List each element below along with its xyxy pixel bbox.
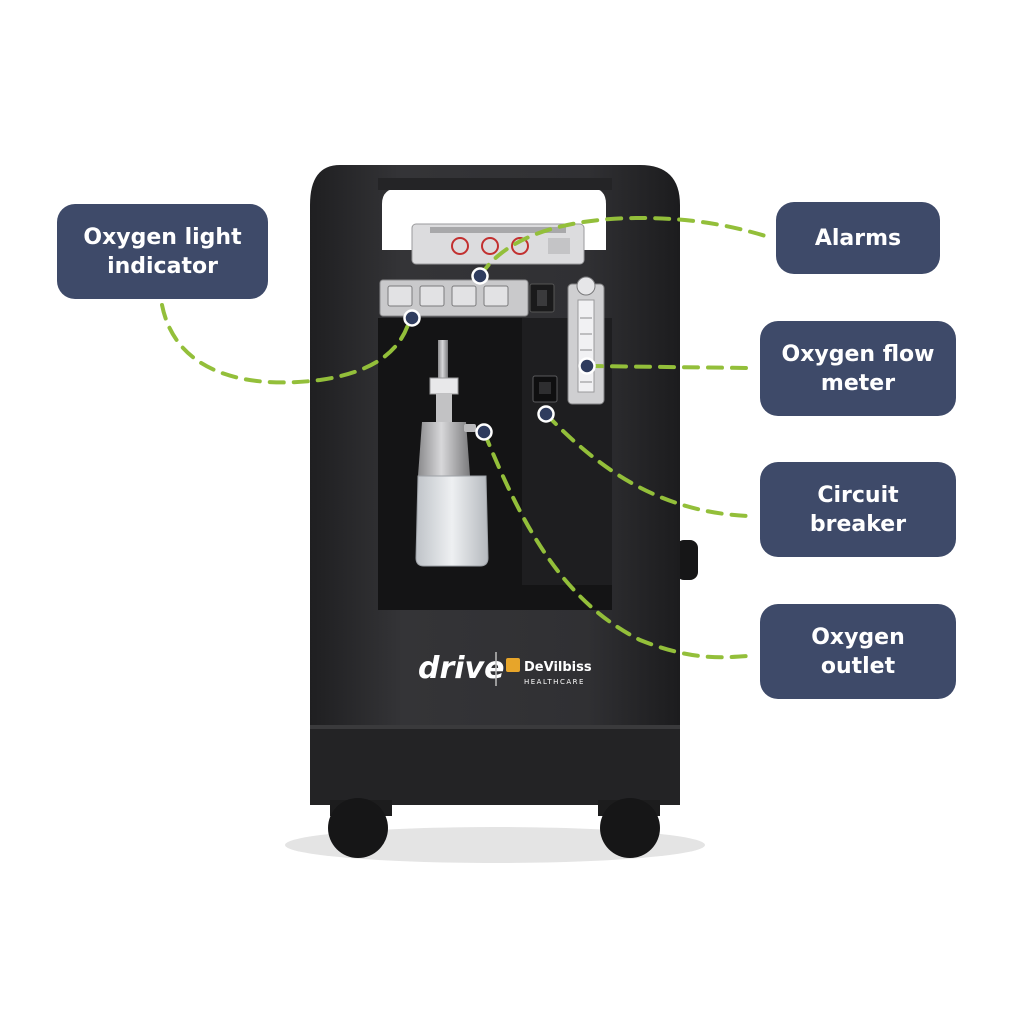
humidifier-bottle — [415, 475, 489, 567]
callout-text-line: Oxygen flow — [781, 341, 935, 367]
floor-shadow — [285, 827, 705, 863]
callout-text-line: Alarms — [814, 225, 902, 251]
label-info-box — [548, 238, 570, 254]
no-flame-icon — [481, 237, 499, 255]
callout-oxygen-outlet: Oxygen outlet — [760, 604, 956, 699]
power-rocker — [537, 290, 547, 306]
callout-text-line: Circuit — [817, 482, 899, 508]
brand-drive: drive — [418, 651, 504, 686]
leader-alarms — [478, 215, 774, 278]
outlet-spring — [436, 394, 452, 422]
leader-circuit-breaker — [544, 412, 750, 518]
no-smoking-icon — [451, 237, 469, 255]
callout-oxygen-light-indicator: Oxygen light indicator — [57, 204, 268, 299]
leader-oxygen-outlet — [482, 430, 750, 660]
callout-text-line: meter — [820, 370, 896, 396]
rear-wheel — [676, 540, 698, 580]
marker-oxygen-light — [403, 309, 421, 327]
callout-text-line: breaker — [809, 511, 907, 537]
indicator-oxygen-2 — [419, 285, 445, 307]
no-oil-icon — [511, 237, 529, 255]
flow-meter-tube — [577, 299, 595, 393]
flow-meter-knob — [576, 276, 596, 296]
handle-grip — [378, 178, 612, 190]
right-caster — [600, 798, 660, 858]
outlet-nut — [429, 377, 459, 395]
humidifier-cap — [418, 422, 470, 476]
indicator-oxygen-1 — [387, 285, 413, 307]
callout-text-line: outlet — [820, 653, 896, 679]
devilbiss-logo-mark — [506, 658, 520, 672]
outlet-stem — [438, 340, 448, 382]
callout-oxygen-flow-meter: Oxygen flow meter — [760, 321, 956, 416]
brand-devilbiss: DeVilbiss — [524, 660, 592, 675]
marker-flow-meter — [578, 357, 596, 375]
marker-circuit-breaker — [537, 405, 555, 423]
brand-devilbiss-sub: HEALTHCARE — [524, 678, 585, 686]
label-text-band — [430, 227, 566, 233]
callout-text-line: indicator — [107, 253, 218, 279]
leader-flow-meter — [586, 364, 750, 370]
callout-text-line: Oxygen — [811, 624, 905, 650]
leader-oxygen-light — [160, 303, 412, 385]
concentrator-base — [310, 725, 680, 805]
callout-alarms: Alarms — [776, 202, 940, 274]
callout-text-line: Oxygen light — [83, 224, 242, 250]
marker-oxygen-outlet — [475, 423, 493, 441]
left-caster — [328, 798, 388, 858]
indicator-power — [483, 285, 509, 307]
oxygen-outlet-nipple — [464, 424, 476, 432]
circuit-breaker-button — [539, 382, 551, 394]
indicator-service — [451, 285, 477, 307]
callout-circuit-breaker: Circuit breaker — [760, 462, 956, 557]
base-seam — [310, 725, 680, 729]
marker-alarms — [471, 267, 489, 285]
